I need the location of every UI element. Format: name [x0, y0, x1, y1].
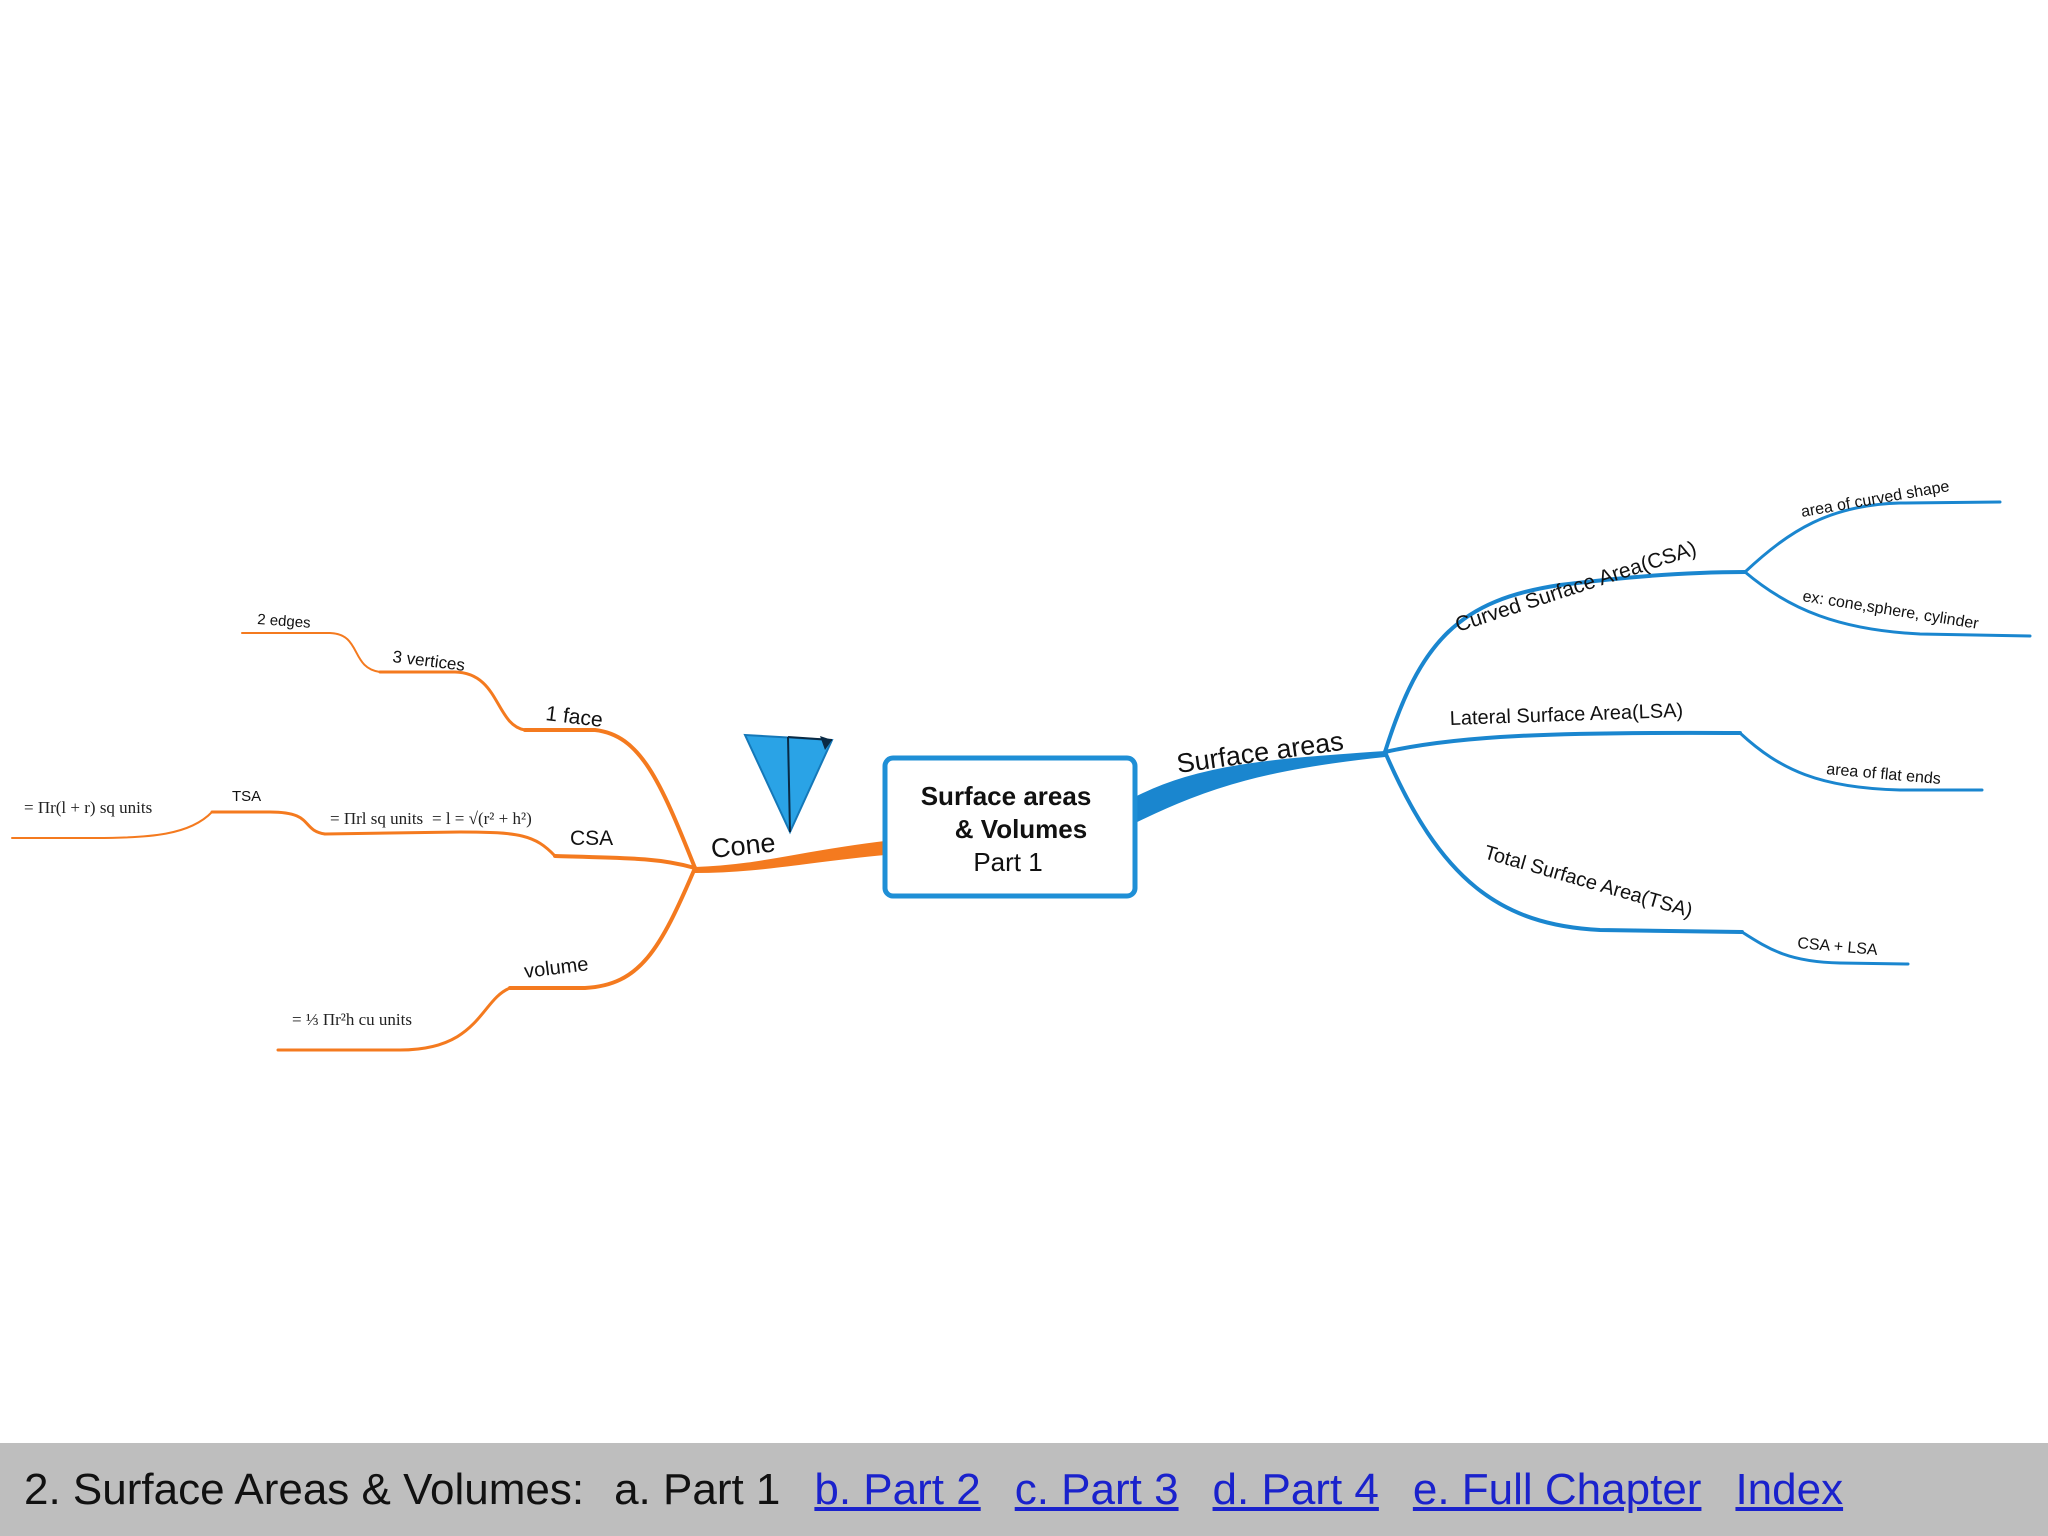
- root-title-line1: Surface areas: [921, 781, 1092, 811]
- volume-formula-branch: [276, 986, 512, 1052]
- cone-label: Cone: [709, 827, 776, 864]
- curved-shape-branch: [1743, 500, 2002, 574]
- volume-formula: = ⅓ Πr²h cu units: [292, 1010, 412, 1029]
- tsa-label: TSA: [232, 788, 261, 805]
- root-subtitle: Part 1: [973, 847, 1042, 877]
- face-label: 1 face: [544, 702, 604, 732]
- tsa-branch: [210, 810, 327, 836]
- tsa-formula-branch: [11, 811, 213, 839]
- footer-link-part-2[interactable]: b. Part 2: [814, 1464, 981, 1514]
- csa-lsa-branch: [1740, 930, 1910, 966]
- root-title-line2: & Volumes: [955, 814, 1087, 844]
- csa-formula-branch: [323, 830, 557, 858]
- csa-label: CSA: [570, 827, 613, 850]
- left-branch: [11, 632, 886, 1052]
- tsa-formula: = Πr(l + r) sq units: [24, 798, 152, 817]
- curved-shape-label: area of curved shape: [1800, 478, 1951, 521]
- csa-lsa-label: CSA + LSA: [1797, 935, 1879, 959]
- right-branch: [1134, 500, 2032, 966]
- footer-link-full-chapter[interactable]: e. Full Chapter: [1412, 1464, 1702, 1514]
- csa-formula-b: = l = √(r² + h²): [432, 809, 532, 828]
- footer-chapter-title: 2. Surface Areas & Volumes:: [24, 1464, 585, 1514]
- csa-formula-a: = Πrl sq units: [330, 809, 423, 828]
- lsa-label: Lateral Surface Area(LSA): [1449, 700, 1683, 730]
- ex-branch: [1743, 570, 2032, 638]
- footer-nav: 2. Surface Areas & Volumes: a. Part 1 b.…: [0, 1443, 2048, 1536]
- vertices-branch: [378, 670, 527, 732]
- tsa-right-branch: [1383, 750, 1744, 934]
- footer-link-part-3[interactable]: c. Part 3: [1014, 1464, 1179, 1514]
- csa-right-label: Curved Surface Area(CSA): [1452, 537, 1699, 637]
- cone-picture: [743, 733, 834, 835]
- flat-ends-branch: [1738, 731, 1984, 792]
- csa-branch: [553, 854, 697, 870]
- face-branch: [523, 728, 697, 870]
- lsa-branch: [1383, 730, 1742, 754]
- volume-branch: [508, 866, 697, 990]
- edges-branch: [241, 632, 381, 673]
- mind-map: Cone 1 face 3 vertices 2 edges CSA = Πrl…: [11, 478, 2032, 1052]
- footer-current-part: a. Part 1: [614, 1464, 781, 1514]
- edges-label: 2 edges: [257, 611, 311, 632]
- footer-link-index[interactable]: Index: [1735, 1464, 1844, 1514]
- ex-label: ex: cone,sphere, cylinder: [1801, 588, 1980, 633]
- root-node[interactable]: Surface areas & Volumes Part 1: [882, 755, 1138, 899]
- footer-link-part-4[interactable]: d. Part 4: [1212, 1464, 1379, 1514]
- csa-right-branch: [1383, 570, 1747, 754]
- volume-label: volume: [523, 953, 590, 983]
